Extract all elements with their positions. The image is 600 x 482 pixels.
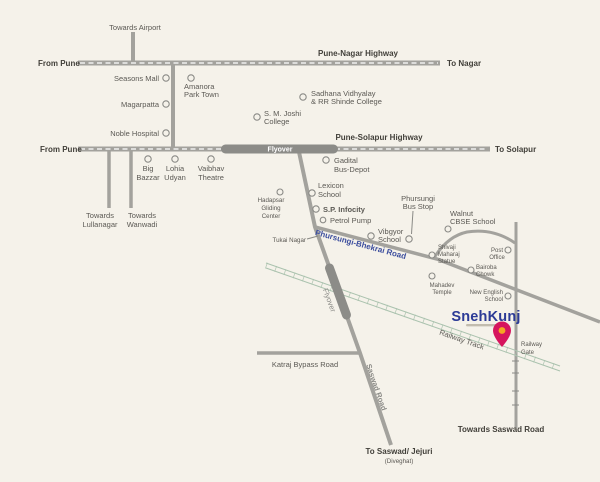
- to-saswad-jejuri-label: To Saswad/ Jejuri: [366, 447, 433, 456]
- mahadev-dot: [428, 272, 436, 280]
- magarpatta-label: Magarpatta: [121, 100, 160, 109]
- walnut-label-2: CBSE School: [450, 217, 496, 226]
- to-solapur-label: To Solapur: [495, 145, 536, 154]
- flyover-bar-label: Flyover: [268, 147, 293, 154]
- phursungi-bus-stop-dot: [405, 235, 413, 243]
- towards-wanwadi-label-2: Wanwadi: [127, 220, 158, 229]
- vaibhav-theatre-dot: [207, 155, 215, 163]
- tukai-nagar-tick: [306, 235, 319, 240]
- mahadev-label-1: Mahadev: [430, 283, 455, 289]
- vibgyor-dot: [367, 232, 375, 240]
- noble-hospital-dot: [162, 129, 170, 137]
- railway-track-rail-1: [265, 262, 561, 367]
- railway-track-rail-2: [265, 267, 561, 372]
- gadital-dot: [322, 156, 330, 164]
- magarpatta-dot: [162, 100, 170, 108]
- lexicon-dot: [308, 189, 316, 197]
- location-pin-body: [493, 321, 511, 347]
- lohia-udyan-label-1: Lohia: [166, 164, 185, 173]
- shivaji-label-2: Maharaj: [438, 252, 460, 258]
- vibgyor-label-2: School: [378, 235, 401, 244]
- bairoba-dot: [467, 266, 475, 274]
- seasons-mall-label: Seasons Mall: [114, 74, 159, 83]
- amanora-dot: [187, 74, 195, 82]
- from-pune-top-label: From Pune: [38, 59, 80, 68]
- sm-joshi-label-1: S. M. Joshi: [264, 109, 301, 118]
- amanora-label-1: Amanora: [184, 82, 215, 91]
- big-bazzar-label-2: Bazzar: [136, 173, 160, 182]
- towards-saswad-road-label: Towards Saswad Road: [458, 425, 545, 434]
- hadapsar-gliding-label-2: Gliding: [261, 205, 281, 212]
- railway-gate-label-1: Railway: [521, 342, 542, 348]
- post-office-label-2: Office: [489, 255, 505, 261]
- towards-airport-label: Towards Airport: [109, 23, 162, 32]
- pune-nagar-highway-label: Pune-Nagar Highway: [318, 49, 399, 58]
- location-pin-icon: [493, 321, 511, 347]
- lohia-udyan-label-2: Udyan: [164, 173, 186, 182]
- flyover-bar-diagonal: [325, 263, 351, 320]
- new-english-label-2: School: [485, 297, 503, 303]
- petrol-pump-label: Petrol Pump: [330, 216, 371, 225]
- hadapsar-gliding-label-1: Hadapsar: [258, 197, 285, 204]
- phursungi-bus-stop-label-1: Phursungi: [401, 194, 435, 203]
- lohia-udyan-dot: [171, 155, 179, 163]
- amanora-label-2: Park Town: [184, 90, 219, 99]
- hadapsar-gliding-dot: [276, 188, 284, 196]
- flyover-bar-highway: [221, 144, 338, 154]
- post-office-dot: [504, 246, 512, 254]
- towards-lullanagar-label-2: Lullanagar: [82, 220, 118, 229]
- bairoba-label-1: Bairoba: [476, 265, 497, 271]
- vibgyor-label-1: Vibgyor: [378, 227, 404, 236]
- road-walnut-curve: [432, 229, 516, 259]
- gadital-label-2: Bus-Depot: [334, 165, 370, 174]
- mahadev-label-2: Temple: [432, 290, 452, 296]
- sadhana-label-2: & RR Shinde College: [311, 97, 382, 106]
- tukai-nagar-label: Tukai Nagar: [273, 237, 306, 244]
- sp-infocity-label: S.P. Infocity: [323, 205, 366, 214]
- diveghat-label: (Diveghat): [385, 458, 414, 465]
- vaibhav-theatre-label-1: Vaibhav: [198, 164, 225, 173]
- seasons-mall-dot: [162, 74, 170, 82]
- walnut-label-1: Walnut: [450, 209, 474, 218]
- noble-hospital-label: Noble Hospital: [110, 129, 159, 138]
- location-pin-center: [498, 327, 506, 334]
- katraj-bypass-label: Katraj Bypass Road: [272, 360, 338, 369]
- to-nagar-label: To Nagar: [447, 59, 481, 68]
- towards-wanwadi-label-1: Towards: [128, 211, 156, 220]
- new-english-dot: [504, 292, 512, 300]
- road-phursungi-bhekrai: [314, 225, 600, 324]
- pune-solapur-highway-label: Pune-Solapur Highway: [335, 133, 423, 142]
- bairoba-label-2: Chowk: [476, 272, 495, 278]
- sadhana-dot: [299, 93, 307, 101]
- phursungi-bus-stop-label-2: Bus Stop: [403, 202, 433, 211]
- phursungi-bus-stop-tick: [411, 210, 414, 235]
- big-bazzar-dot: [144, 155, 152, 163]
- lexicon-label-1: Lexicon: [318, 181, 344, 190]
- new-english-label-1: New English: [470, 290, 503, 296]
- gadital-label-1: Gadital: [334, 156, 358, 165]
- towards-lullanagar-label-1: Towards: [86, 211, 114, 220]
- sm-joshi-label-2: College: [264, 117, 289, 126]
- big-bazzar-label-1: Big: [143, 164, 154, 173]
- railway-gate-label-2: Gate: [521, 350, 535, 356]
- sp-infocity-dot: [312, 205, 320, 213]
- vaibhav-theatre-label-2: Theatre: [198, 173, 224, 182]
- shivaji-dot: [428, 251, 436, 259]
- walnut-dot: [444, 225, 452, 233]
- shivaji-label-3: Statue: [438, 259, 456, 265]
- lexicon-label-2: School: [318, 190, 341, 199]
- petrol-pump-dot: [319, 216, 327, 224]
- post-office-label-1: Post: [491, 248, 503, 254]
- hadapsar-gliding-label-3: Center: [262, 213, 281, 220]
- from-pune-bottom-label: From Pune: [40, 145, 82, 154]
- sadhana-label-1: Sadhana Vidhyalay: [311, 89, 376, 98]
- shivaji-label-1: Shivaji: [438, 245, 456, 251]
- sm-joshi-dot: [253, 113, 261, 121]
- brand-logo: SnehKunj: [451, 309, 520, 325]
